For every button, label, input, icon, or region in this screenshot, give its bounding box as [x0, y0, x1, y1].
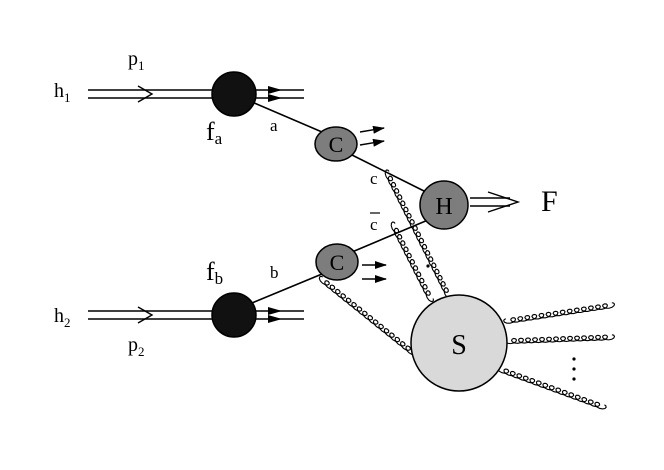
soft-blob [410, 294, 508, 392]
parton-cbar-line [351, 219, 429, 253]
parton-a-line [251, 101, 323, 133]
collinear-top-label: C [329, 132, 344, 157]
soft-gluon-lines [318, 169, 616, 410]
parton-cbar-label: c [370, 215, 378, 234]
collinear-bottom-remnant [362, 261, 387, 283]
hadron-2-line [88, 306, 232, 324]
final-state-line [470, 191, 521, 213]
final-state-label: F [541, 185, 558, 218]
gluon-line [390, 221, 435, 303]
pdf-blob-a [211, 71, 257, 117]
momentum-1-label: p1 [128, 48, 145, 73]
hadron-2-arrow-icon [137, 306, 154, 324]
ellipsis-dot [572, 377, 576, 381]
remnant-1-arrow-icon [268, 94, 282, 102]
parton-b-label: b [270, 263, 279, 282]
parton-a-label: a [270, 116, 278, 135]
parton-c-label: c [370, 169, 378, 188]
gluon-line [496, 366, 607, 410]
hadron-1-line [88, 85, 232, 103]
ellipsis-dot [426, 264, 430, 268]
hard-blob [419, 180, 469, 230]
ellipsis-dot [572, 357, 576, 361]
gluon-line [503, 302, 616, 324]
momentum-2-label: p2 [128, 334, 145, 359]
parton-c-line [349, 153, 427, 193]
remnant-2-arrow-icon [268, 307, 282, 315]
parton-b-line [251, 273, 323, 304]
collinear-blob-top [314, 126, 358, 162]
hadron-1-arrow-icon [137, 85, 154, 103]
gluon-line [503, 334, 616, 345]
remnant-1-arrow-icon [268, 86, 282, 94]
hard-label: H [435, 194, 452, 220]
gluon-line [318, 275, 417, 356]
pdf-b-label: fb [206, 257, 223, 288]
remnant-2-arrow-icon [268, 315, 282, 323]
pdf-blob-b [211, 292, 257, 338]
ellipsis-dot [572, 367, 576, 371]
pdf-a-label: fa [206, 117, 223, 148]
collinear-bottom-label: C [330, 250, 345, 275]
hadron-1-label: h1 [54, 80, 71, 105]
gluon-line [384, 169, 453, 300]
hadron-2-label: h2 [54, 305, 71, 330]
soft-label: S [451, 330, 467, 361]
final-state-arrow-icon [487, 191, 521, 213]
collinear-blob-bottom [315, 243, 359, 281]
collinear-top-remnant [359, 125, 385, 147]
